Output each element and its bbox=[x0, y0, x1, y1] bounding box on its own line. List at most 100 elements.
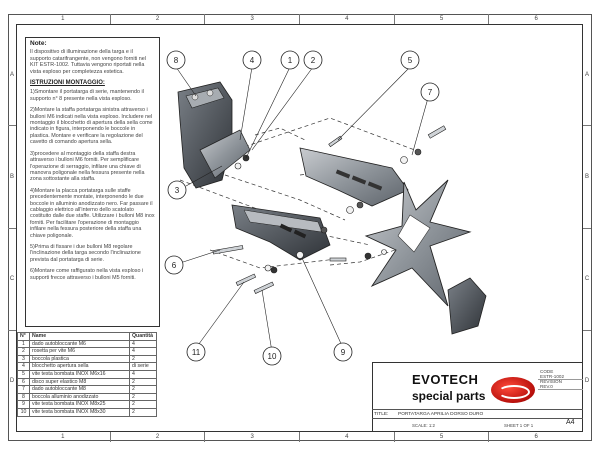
notes-title: Note: bbox=[30, 40, 47, 47]
instruction-step: 3)procedere al montaggio della staffa de… bbox=[30, 150, 145, 183]
zone-markers-left: A B C D bbox=[8, 24, 16, 432]
zone-row: B bbox=[583, 125, 591, 227]
zone-col: 4 bbox=[299, 14, 394, 24]
revision-value: REV.0 bbox=[540, 383, 553, 389]
washer-part bbox=[400, 156, 408, 164]
callout-4: 4 bbox=[242, 50, 262, 70]
callout-11: 11 bbox=[186, 342, 206, 362]
zone-row: A bbox=[9, 71, 14, 78]
brand-tagline: special parts bbox=[412, 389, 486, 403]
zone-row: D bbox=[8, 329, 16, 432]
code-value: ESTR-1002 bbox=[540, 373, 565, 379]
guide-line bbox=[254, 127, 306, 141]
bolt-part bbox=[328, 135, 343, 148]
nut-part bbox=[414, 148, 422, 156]
zone-col: 3 bbox=[204, 14, 299, 24]
brand-name: EVOTECH bbox=[412, 372, 479, 387]
instruction-step: 1)Smontare il portatarga di serie, mante… bbox=[30, 89, 144, 102]
callout-number: 1 bbox=[288, 56, 293, 65]
scale-row: SCALE: 1:2 SHEET 1 OF 1 bbox=[372, 418, 583, 433]
license-plate-holder-part bbox=[364, 179, 487, 335]
instruction-step: 2)Montare la staffa portatarga sinistra … bbox=[30, 107, 153, 146]
zone-markers-bottom: 1 2 3 4 5 6 bbox=[16, 432, 583, 442]
drawing-title: PORTATARGA APRILIA DORSO DURO bbox=[398, 412, 484, 417]
title-label: TITLE: bbox=[374, 412, 389, 417]
washer-part bbox=[296, 251, 304, 259]
bolt-part bbox=[329, 257, 347, 262]
zone-col: 3 bbox=[204, 432, 299, 442]
bolt-part bbox=[253, 281, 275, 294]
callout-1: 1 bbox=[280, 50, 300, 70]
guide-line bbox=[179, 179, 371, 246]
nut-part bbox=[320, 226, 328, 234]
right-bracket-part bbox=[299, 147, 409, 207]
scale-value: SCALE: 1:2 bbox=[412, 423, 435, 428]
instructions-title: ISTRUZIONI MONTAGGIO: bbox=[30, 80, 105, 87]
washer-part bbox=[381, 249, 387, 255]
nut-part bbox=[356, 201, 364, 209]
washer-part bbox=[264, 264, 272, 272]
instruction-step: 4)Montare la placca portatarga sulle sta… bbox=[30, 187, 155, 239]
zone-col: 5 bbox=[393, 432, 489, 442]
zone-markers-right: A B C D bbox=[583, 24, 591, 432]
callout-leaders bbox=[175, 66, 429, 353]
title-row: TITLE: PORTATARGA APRILIA DORSO DURO bbox=[372, 409, 583, 418]
zone-col: 4 bbox=[299, 432, 394, 442]
code-label: CODE bbox=[540, 369, 554, 374]
hardware-parts bbox=[212, 125, 447, 294]
brand-logo-icon bbox=[491, 377, 535, 403]
bom-cell: 2 bbox=[129, 407, 157, 417]
washer-part bbox=[346, 206, 354, 214]
instruction-step: 5)Prima di fissare i due bulloni M8 rego… bbox=[30, 243, 141, 263]
instruction-step: 6)Montare come raffigurato nella vista e… bbox=[30, 268, 144, 281]
zone-col: 1 bbox=[61, 434, 65, 440]
zone-col: 2 bbox=[109, 432, 205, 442]
callout-number: 8 bbox=[174, 56, 179, 65]
zone-row: B bbox=[8, 125, 16, 227]
notes-intro: Il dispositivo di illuminazione della ta… bbox=[30, 49, 146, 75]
callout-number: 5 bbox=[408, 56, 413, 65]
callout-7: 7 bbox=[420, 82, 440, 102]
notes-box: Note: Il dispositivo di illuminazione de… bbox=[25, 37, 160, 327]
nut-part bbox=[270, 266, 278, 274]
callout-8: 8 bbox=[166, 50, 186, 70]
left-bracket-part bbox=[231, 204, 331, 261]
revision-label: REVISION bbox=[540, 379, 562, 384]
callout-5: 5 bbox=[400, 50, 420, 70]
zone-col: 2 bbox=[109, 14, 205, 24]
guide-line bbox=[209, 249, 346, 269]
zone-col: 1 bbox=[61, 16, 65, 22]
callout-number: 4 bbox=[250, 56, 255, 65]
zone-row: C bbox=[8, 227, 16, 330]
callout-9: 9 bbox=[333, 342, 353, 362]
zone-col: 6 bbox=[488, 14, 583, 24]
seat-bracket-part bbox=[177, 81, 251, 189]
guide-line bbox=[224, 174, 346, 221]
callout-number: 3 bbox=[175, 186, 180, 195]
callout-number: 9 bbox=[341, 348, 346, 357]
zone-row: A bbox=[584, 71, 589, 78]
nut-part bbox=[364, 252, 372, 260]
callout-10: 10 bbox=[262, 346, 282, 366]
inner-frame bbox=[16, 24, 583, 432]
callout-2: 2 bbox=[303, 50, 323, 70]
callout-number: 10 bbox=[268, 352, 277, 361]
callout-number: 6 bbox=[172, 261, 177, 270]
callout-number: 11 bbox=[192, 348, 201, 357]
sheet-value: SHEET 1 OF 1 bbox=[504, 423, 534, 428]
zone-row: C bbox=[583, 227, 591, 330]
sheet-size: A4 bbox=[566, 419, 575, 426]
title-block bbox=[372, 362, 583, 432]
zone-col: 6 bbox=[488, 432, 583, 442]
washer-part bbox=[234, 162, 242, 170]
guide-line bbox=[329, 249, 396, 266]
bolt-part bbox=[212, 245, 244, 255]
bolt-part bbox=[427, 125, 447, 139]
